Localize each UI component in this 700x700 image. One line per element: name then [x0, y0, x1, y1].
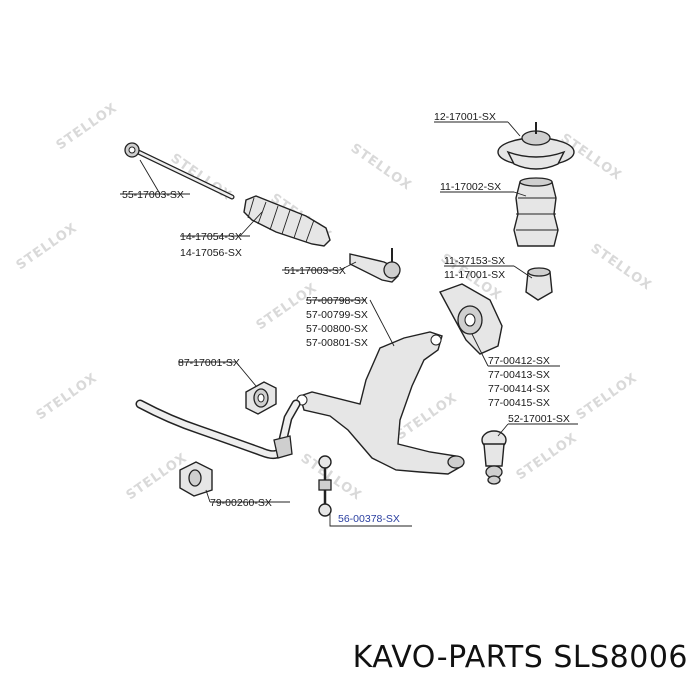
stabilizer-bar: [135, 399, 301, 460]
control-arm-bracket: [438, 283, 503, 355]
strut-top-mount: [497, 122, 575, 170]
watermark: STELLOX: [588, 241, 655, 294]
part-label: 57-00799-SX: [306, 309, 368, 321]
arm-bushing: [245, 381, 277, 415]
leader-lines: [120, 121, 578, 527]
part-label: 12-17001-SX: [434, 111, 496, 123]
watermark: STELLOX: [514, 430, 581, 483]
part-label: 77-00413-SX: [488, 369, 550, 381]
part-label: 87-17001-SX: [178, 357, 240, 369]
inner-tie-rod: [124, 142, 235, 200]
part-labels: 55-17003-SX 14-17054-SX 14-17056-SX 51-1…: [122, 111, 570, 525]
watermark: STELLOX: [34, 370, 101, 423]
watermark: STELLOX: [14, 220, 81, 273]
part-label: 77-00412-SX: [488, 355, 550, 367]
part-label: 55-17003-SX: [122, 189, 184, 201]
part-label: 14-17054-SX: [180, 231, 242, 243]
stabilizer-bushing: [179, 461, 213, 497]
product-caption: KAVO-PARTS SLS8006: [352, 640, 688, 675]
ball-joint: [481, 430, 507, 485]
part-label: 77-00415-SX: [488, 397, 550, 409]
part-label-highlighted: 56-00378-SX: [338, 513, 400, 525]
watermark: STELLOX: [298, 451, 365, 504]
bump-stop: [525, 267, 553, 301]
shock-dust-boot: [513, 177, 559, 247]
part-label: 57-00801-SX: [306, 337, 368, 349]
tie-rod-end: [349, 248, 401, 283]
part-label: 14-17056-SX: [180, 247, 242, 259]
part-label: 79-00260-SX: [210, 497, 272, 509]
watermark: STELLOX: [574, 370, 641, 423]
watermark: STELLOX: [348, 141, 415, 194]
stabilizer-link: [318, 455, 332, 517]
part-label: 57-00798-SX: [306, 295, 368, 307]
part-label: 77-00414-SX: [488, 383, 550, 395]
part-label: 57-00800-SX: [306, 323, 368, 335]
part-label: 11-17002-SX: [440, 181, 501, 193]
part-label: 11-17001-SX: [444, 269, 505, 281]
part-label: 11-37153-SX: [444, 255, 505, 267]
part-label: 51-17003-SX: [284, 265, 346, 277]
steering-rack-boot: [243, 195, 331, 247]
lower-control-arm: [296, 331, 465, 475]
part-label: 52-17001-SX: [508, 413, 570, 425]
watermark: STELLOX: [54, 100, 121, 153]
